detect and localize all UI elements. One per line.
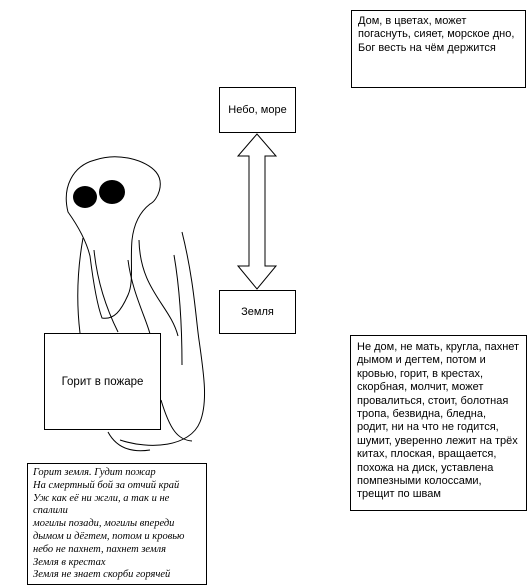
note-top-text: Дом, в цветах, может погаснуть, сияет, м… [358,15,515,54]
poem-line: могилы позади, могилы впереди [33,518,175,530]
sky-box: Небо, море [219,87,296,133]
note-box-right: Не дом, не мать, кругла, пахнет дымом и … [350,335,527,511]
poem-line: Земля в крестах [33,556,106,568]
note-box-top: Дом, в цветах, может погаснуть, сияет, м… [351,10,526,88]
note-right-text: Не дом, не мать, кругла, пахнет дымом и … [357,341,520,501]
poem-line: дымом и дёгтем, потом и кровью [33,530,185,542]
right-eye [99,180,125,204]
sky-label: Небо, море [228,104,287,116]
poem-line: Земля не знает скорби горячей [33,569,171,581]
fire-label: Горит в пожаре [61,375,144,388]
poem-line: Горит земля. Гудит пожар [33,467,156,478]
double-arrow [236,133,278,290]
earth-box: Земля [219,290,296,334]
earth-label: Земля [241,306,274,318]
fire-box: Горит в пожаре [44,333,161,430]
left-eye [73,186,97,208]
poem-line: небо не пахнет, пахнет земля [33,543,166,555]
ghost-figure [65,156,206,452]
poem-box: Горит земля. Гудит пожар На смертный бой… [27,463,207,585]
poem-line: На смертный бой за отчий край [33,479,180,491]
poem-line: Уж как её ни жгли, а так и не спалили [33,492,170,517]
